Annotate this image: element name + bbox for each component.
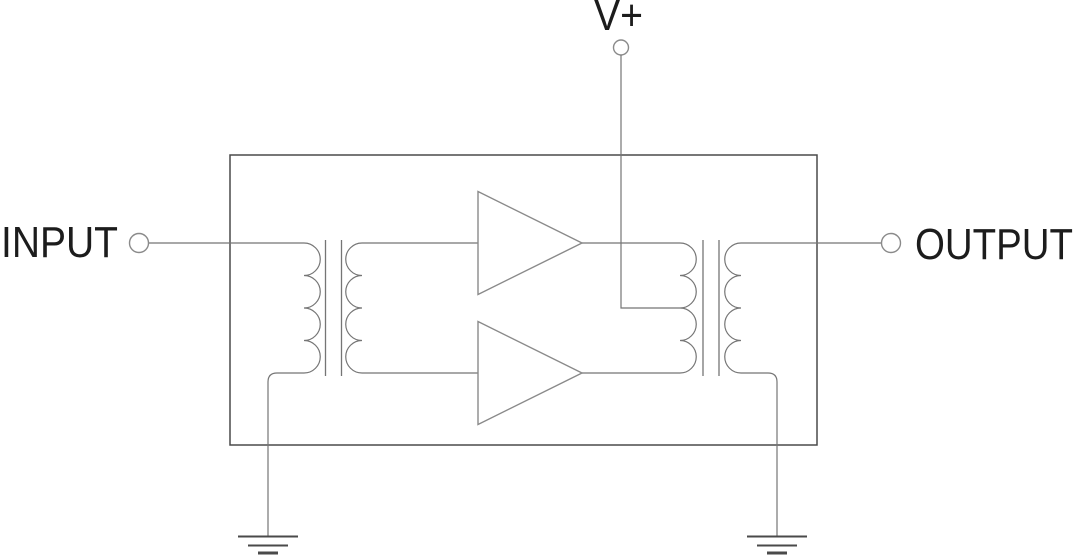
ground-symbol-left <box>238 535 298 555</box>
ground-symbol-right <box>747 535 807 555</box>
output-transformer <box>582 240 881 536</box>
output-transformer-core-lines <box>702 240 720 376</box>
output-transformer-primary-winding <box>582 242 697 374</box>
supply-wire <box>620 55 680 309</box>
output-label: OUTPUT <box>915 220 1073 269</box>
input-transformer <box>149 240 478 536</box>
input-terminal-circle <box>128 232 150 254</box>
component-boundary-box <box>229 154 818 446</box>
output-transformer-secondary-winding <box>724 242 881 536</box>
input-label: INPUT <box>1 218 118 267</box>
upper-amplifier-triangle <box>477 190 584 296</box>
input-transformer-core-lines <box>324 240 343 376</box>
input-transformer-primary-winding <box>149 242 321 536</box>
lower-amplifier-triangle <box>477 320 584 426</box>
supply-terminal-circle <box>612 39 630 56</box>
input-transformer-secondary-winding <box>345 242 478 374</box>
supply-label: V+ <box>594 0 643 40</box>
output-terminal-circle <box>880 232 902 254</box>
